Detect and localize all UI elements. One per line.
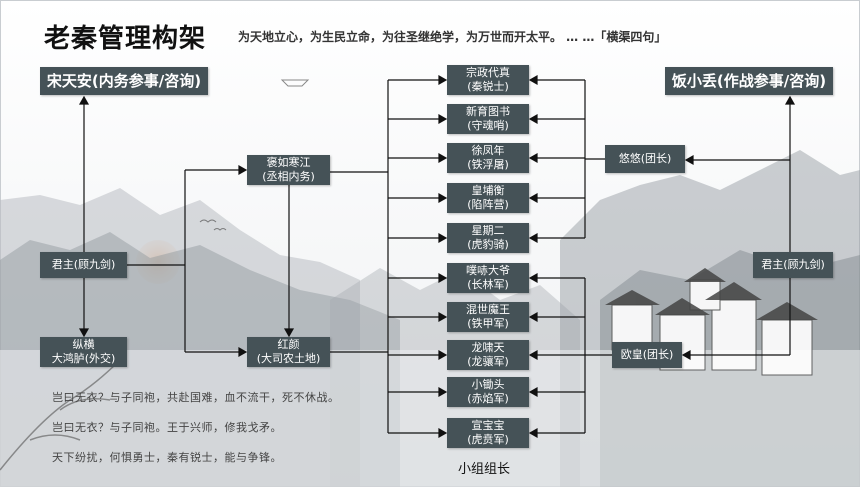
arrowhead — [528, 427, 538, 439]
left-advisor-box: 宋天安(内务参事/咨询) — [40, 67, 208, 95]
arrowhead — [528, 152, 538, 164]
arrowhead — [684, 154, 694, 166]
unit-name: (虎豹骑) — [467, 238, 509, 251]
unit-leader: 混世魔王 — [466, 303, 510, 316]
arrowhead — [528, 232, 538, 244]
arrowhead — [528, 192, 538, 204]
unit-name: (秦锐士) — [467, 80, 509, 93]
unit-box: 新育图书 (守魂哨) — [447, 104, 529, 134]
unit-leader: 宣宝宝 — [471, 419, 505, 432]
unit-leader: 宗政代真 — [466, 66, 510, 79]
left-lord-box: 君主(顾九剑) — [40, 252, 127, 278]
diplomacy-box: 纵横 大鸿胪(外交) — [40, 337, 127, 367]
arrowhead — [528, 311, 538, 323]
unit-leader: 噗哧大爷 — [466, 264, 510, 277]
arrowhead — [438, 232, 448, 244]
arrowhead — [438, 152, 448, 164]
diplomacy-line1: 纵横 — [72, 338, 95, 351]
agriculture-line1: 红颜 — [277, 338, 300, 351]
unit-name: (赤焰军) — [467, 392, 509, 405]
arrowhead — [438, 113, 448, 125]
unit-leader: 徐凤年 — [471, 144, 505, 157]
unit-box: 皇埔衡 (陷阵营) — [447, 183, 529, 213]
page-title: 老秦管理构架 — [44, 24, 207, 54]
arrowhead — [528, 349, 538, 361]
arrowhead — [438, 311, 448, 323]
right-captain-bottom-label: 欧皇(团长) — [620, 348, 674, 361]
arrowhead — [438, 272, 448, 284]
poem-line: 天下纷扰，何惧勇士，秦有锐士，能与争锋。 — [52, 451, 282, 464]
arrowhead — [78, 95, 90, 105]
unit-box: 徐凤年 (铁浮屠) — [447, 143, 529, 173]
unit-box: 小锄头 (赤焰军) — [447, 377, 529, 407]
unit-box: 宗政代真 (秦锐士) — [447, 65, 529, 95]
unit-leader: 星期二 — [471, 224, 505, 237]
left-advisor-label: 宋天安(内务参事/咨询) — [46, 72, 202, 90]
group-leaders-label: 小组组长 — [458, 462, 511, 477]
chancellor-line1: 褒如寒江 — [266, 156, 311, 169]
unit-name: (守魂哨) — [467, 119, 509, 132]
agriculture-line2: (大司农土地) — [256, 352, 321, 365]
unit-leader: 龙啸天 — [471, 341, 505, 354]
arrowhead — [283, 328, 295, 338]
poem-line: 岂曰无衣？与子同袍。王于兴师，修我戈矛。 — [52, 421, 282, 434]
chancellor-box: 褒如寒江 (丞相内务) — [247, 155, 330, 185]
unit-leader: 皇埔衡 — [471, 184, 505, 197]
unit-box: 宣宝宝 (虎贲军) — [447, 418, 529, 448]
unit-box: 星期二 (虎豹骑) — [447, 223, 529, 253]
unit-box: 混世魔王 (铁甲军) — [447, 302, 529, 332]
unit-box: 龙啸天 (龙骧军) — [447, 340, 529, 370]
arrowhead — [438, 349, 448, 361]
right-captain-top-label: 悠悠(团长) — [618, 152, 672, 165]
arrowhead — [438, 427, 448, 439]
unit-name: (铁浮屠) — [467, 158, 509, 171]
arrowhead — [528, 74, 538, 86]
right-advisor-box: 饭小丢(作战参事/咨询) — [665, 67, 833, 95]
right-lord-box: 君主(顾九剑) — [753, 252, 833, 278]
right-captain-top-box: 悠悠(团长) — [605, 145, 685, 173]
unit-box: 噗哧大爷 (长林军) — [447, 263, 529, 293]
unit-name: (铁甲军) — [467, 317, 509, 330]
diplomacy-line2: 大鸿胪(外交) — [51, 352, 116, 365]
left-lord-label: 君主(顾九剑) — [51, 258, 116, 271]
arrowhead — [681, 349, 691, 361]
unit-leader: 小锄头 — [471, 378, 505, 391]
chancellor-line2: (丞相内务) — [262, 170, 315, 183]
unit-leader: 新育图书 — [466, 105, 510, 118]
unit-name: (虎贲军) — [467, 433, 509, 446]
arrowhead — [438, 386, 448, 398]
arrowhead — [438, 192, 448, 204]
unit-name: (长林军) — [467, 278, 509, 291]
right-lord-label: 君主(顾九剑) — [761, 258, 825, 271]
poem-line: 岂曰无衣？与子同袍，共赴国难，血不流干，死不休战。 — [52, 391, 340, 404]
unit-name: (陷阵营) — [467, 198, 509, 211]
right-advisor-label: 饭小丢(作战参事/咨询) — [671, 72, 827, 90]
arrowhead — [528, 386, 538, 398]
right-captain-bottom-box: 欧皇(团长) — [612, 342, 682, 368]
agriculture-box: 红颜 (大司农土地) — [247, 337, 330, 367]
motto-quote: 为天地立心，为生民立命，为往圣继绝学，为万世而开太平。 … …「横渠四句」 — [238, 30, 667, 44]
arrowhead — [528, 113, 538, 125]
arrowhead — [238, 346, 248, 358]
arrowhead — [528, 272, 538, 284]
arrowhead — [438, 74, 448, 86]
unit-name: (龙骧军) — [467, 355, 509, 368]
arrowhead — [78, 328, 90, 338]
arrowhead — [784, 95, 796, 105]
arrowhead — [238, 164, 248, 176]
